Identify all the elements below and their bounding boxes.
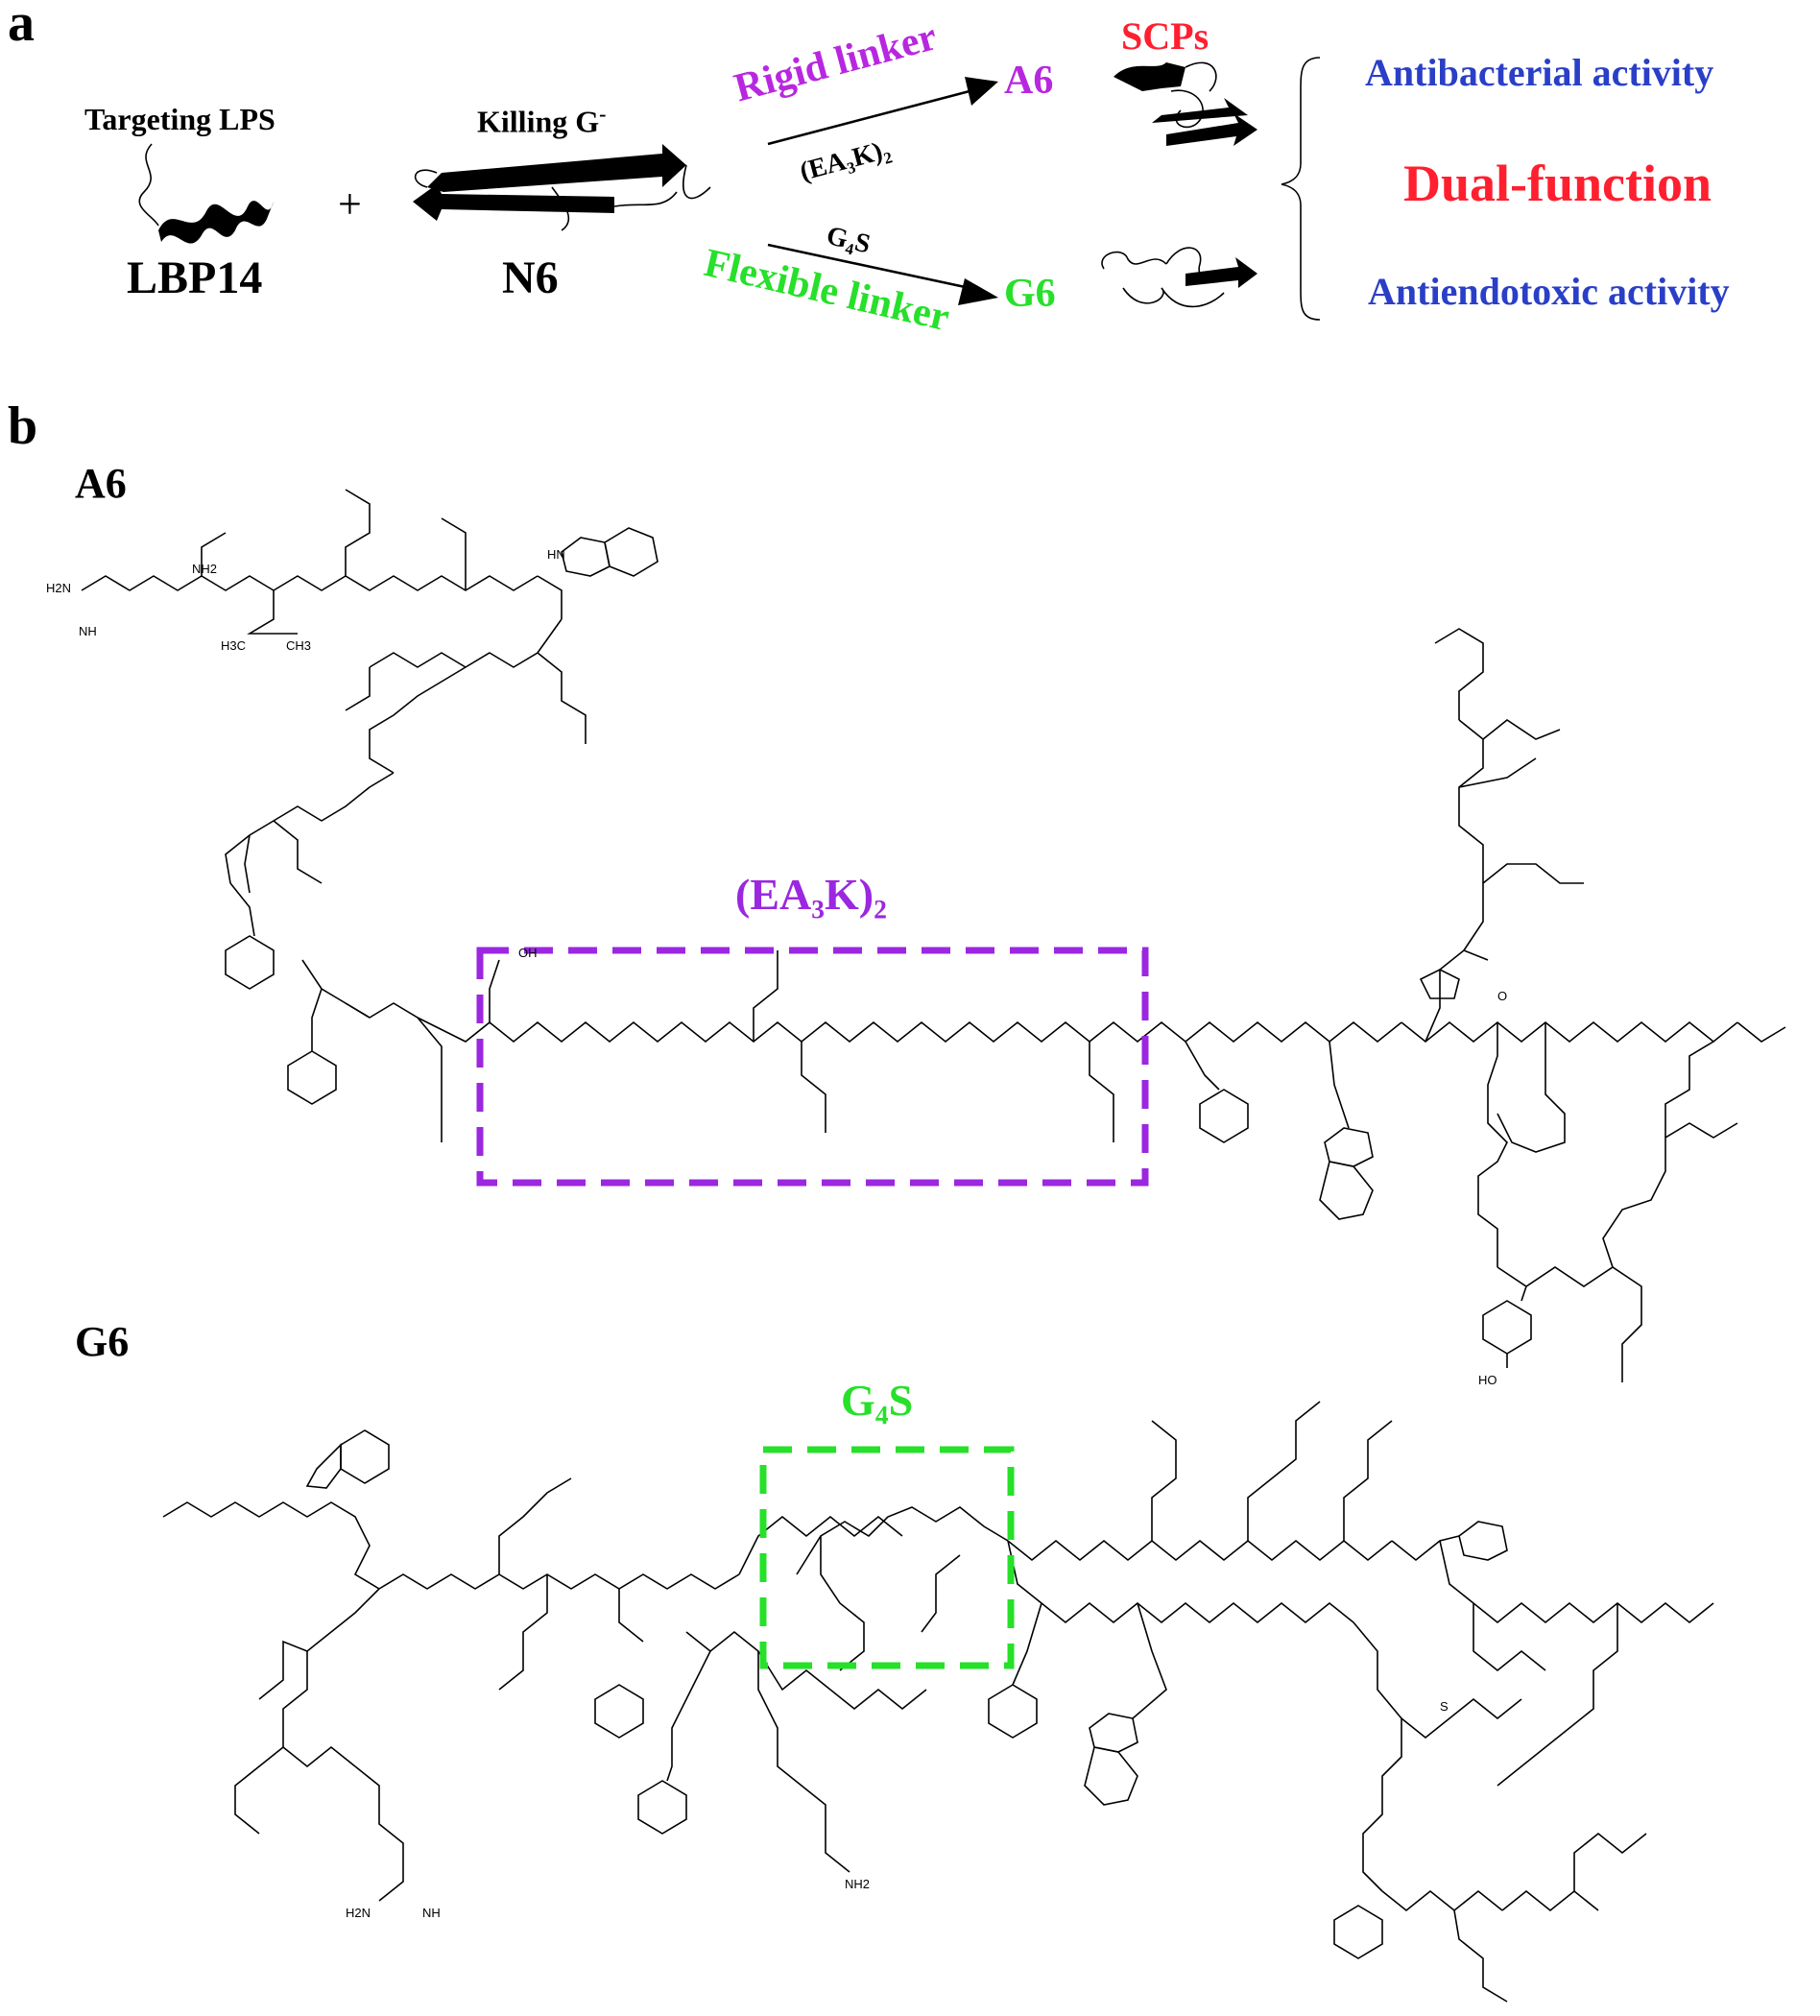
a6-atom-label: H3C xyxy=(221,638,247,653)
scps-label: SCPs xyxy=(1121,14,1209,58)
a6-product-label: A6 xyxy=(1004,59,1054,103)
a6-atom-label: NH xyxy=(79,624,97,638)
targeting-lps-label: Targeting LPS xyxy=(84,102,275,136)
antibacterial-label: Antibacterial activity xyxy=(1365,51,1714,94)
a6-linker-box xyxy=(476,947,1149,1187)
a6-atom-label: H2N xyxy=(46,581,72,595)
killing-superscript: - xyxy=(599,102,607,126)
a6-atom-label: OH xyxy=(518,946,538,960)
a6-structure-icon xyxy=(1114,61,1257,146)
a6-molecule xyxy=(81,489,1786,1382)
n6-ribbon-icon xyxy=(413,144,711,231)
killing-text: Killing G xyxy=(477,104,600,139)
g6-atom-label: NH xyxy=(422,1906,441,1920)
a6-linker-box-label: (EA₃K)₂ xyxy=(735,870,887,919)
g6-atom-label: S xyxy=(1440,1699,1449,1714)
panel-a-letter: a xyxy=(8,0,35,53)
g6-product-label: G6 xyxy=(1004,272,1056,316)
dual-function-label: Dual-function xyxy=(1403,155,1712,212)
lbp14-ribbon-icon xyxy=(138,143,274,244)
lbp14-label: LBP14 xyxy=(127,252,263,303)
killing-label: Killing G- xyxy=(477,102,606,140)
g6-linker-box-label: G₄S xyxy=(841,1376,914,1425)
a6-atom-label: O xyxy=(1497,989,1508,1003)
a6-structure-title: A6 xyxy=(75,460,127,507)
g6-atom-label: NH2 xyxy=(845,1877,871,1891)
a6-atom-label: NH2 xyxy=(192,562,218,576)
plus-sign: + xyxy=(338,180,362,228)
n6-label: N6 xyxy=(502,252,559,303)
a6-atom-label: CH3 xyxy=(286,638,312,653)
a6-atom-label: HN xyxy=(547,547,565,562)
antiendotoxic-label: Antiendotoxic activity xyxy=(1368,270,1730,313)
g6-structure-title: G6 xyxy=(75,1318,130,1365)
g6-atom-label: H2N xyxy=(346,1906,371,1920)
g6-molecule xyxy=(162,1401,1714,2003)
g6-structure-icon xyxy=(1101,247,1257,308)
g6-linker-box xyxy=(759,1446,1015,1669)
panel-b-letter: b xyxy=(8,396,38,456)
a6-atom-label: HO xyxy=(1478,1373,1497,1387)
